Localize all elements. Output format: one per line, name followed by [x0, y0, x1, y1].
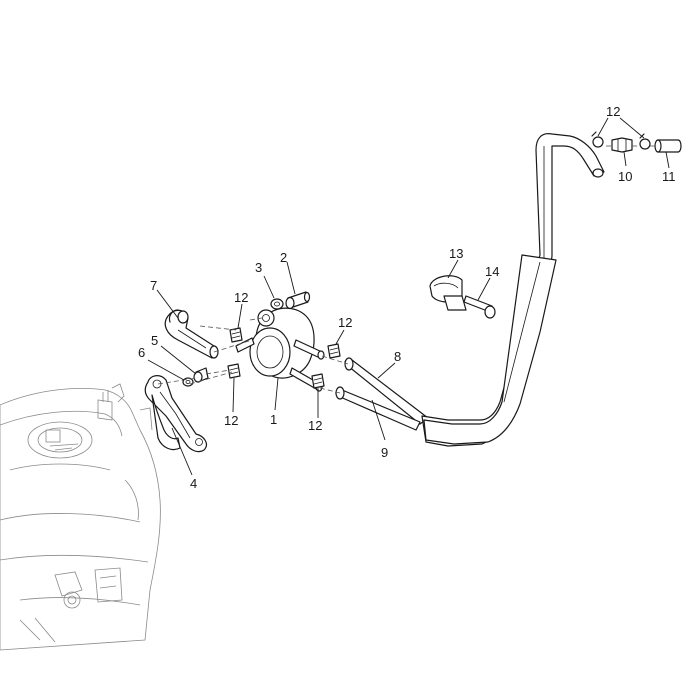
- fuel-tank: [0, 383, 161, 651]
- bracket-part-4: [144, 375, 208, 453]
- callout-12-top-right: 12: [606, 104, 620, 119]
- callout-4: 4: [190, 476, 197, 491]
- callout-2: 2: [280, 250, 287, 265]
- callout-10: 10: [618, 169, 632, 184]
- callout-12-pump-upper-right: 12: [338, 315, 352, 330]
- cap-part-11: [654, 139, 682, 153]
- washer-part-6: [182, 377, 194, 387]
- callout-13: 13: [449, 246, 463, 261]
- callout-12-pump-lower-left: 12: [224, 413, 238, 428]
- callout-7: 7: [150, 278, 157, 293]
- screw-part-2: [285, 291, 311, 310]
- callout-3: 3: [255, 260, 262, 275]
- callout-labels: 1 2 3 4 5 6 7 8 9 10 11 12 12 12 12 12 1…: [138, 104, 676, 491]
- clamp-part-13: [429, 275, 467, 311]
- washer-part-3: [270, 298, 284, 310]
- callout-12-pump-lower-right: 12: [308, 418, 322, 433]
- assembly-guides: [157, 145, 656, 394]
- callout-8: 8: [394, 349, 401, 364]
- callout-5: 5: [151, 333, 158, 348]
- clamp-part-12-upper-right: [327, 343, 341, 359]
- callout-1: 1: [270, 412, 277, 427]
- clamp-part-12-lower-right: [311, 373, 325, 389]
- callout-14: 14: [485, 264, 499, 279]
- fuel-pump-part-1: [235, 307, 325, 392]
- callout-11: 11: [662, 169, 676, 184]
- callout-9: 9: [381, 445, 388, 460]
- clamp-part-12-upper-left: [229, 327, 243, 343]
- hose-part-8: [344, 357, 429, 425]
- screw-part-14: [463, 295, 496, 319]
- screw-part-5: [193, 367, 209, 383]
- filter-part-10: [611, 137, 633, 153]
- hose-part-7: [164, 309, 219, 359]
- breather-hose-assembly: [421, 133, 605, 447]
- leader-lines: [147, 117, 670, 476]
- clamp-part-12-lower-left: [227, 363, 241, 379]
- callout-12-pump-upper-left: 12: [234, 290, 248, 305]
- callout-6: 6: [138, 345, 145, 360]
